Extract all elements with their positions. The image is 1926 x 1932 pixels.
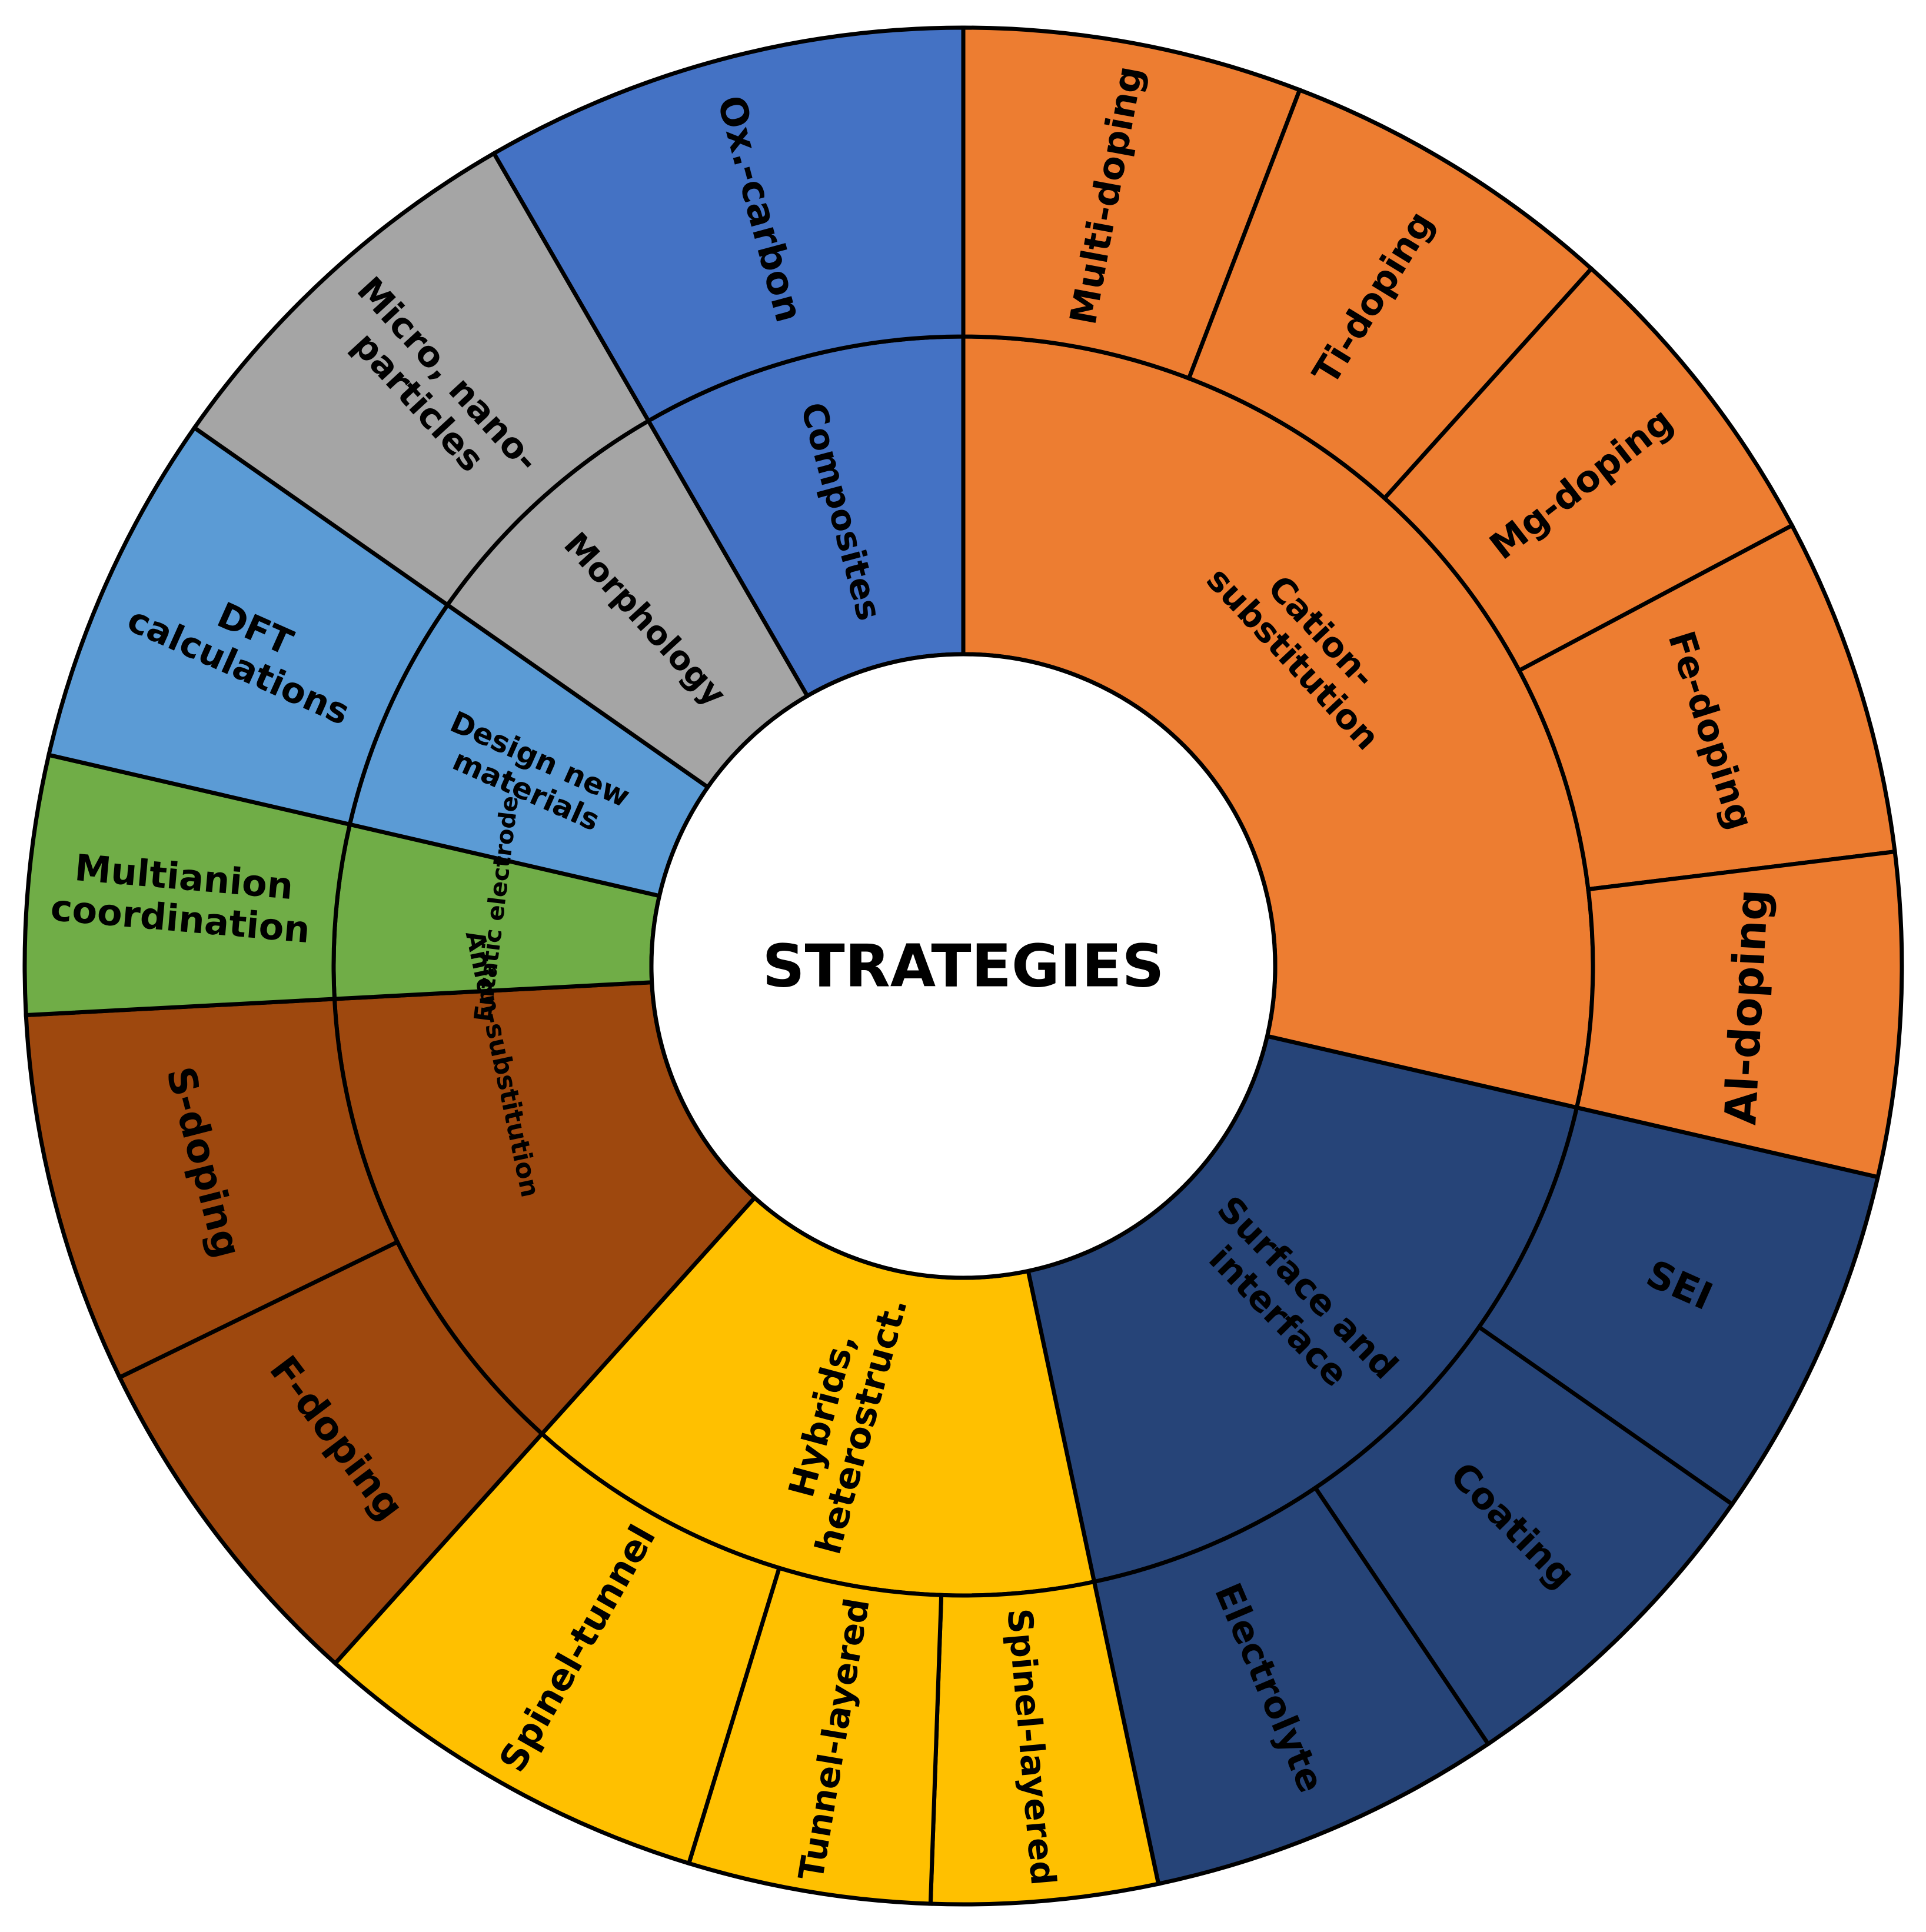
outer-segment-composites-0 [491,25,966,424]
center-label: STRATEGIES [762,932,1164,1001]
outer-label-cation-4-line: Al-doping [1715,888,1778,1126]
outer-label-cation-4: Al-doping [1715,888,1778,1126]
center-circle [649,652,1278,1280]
